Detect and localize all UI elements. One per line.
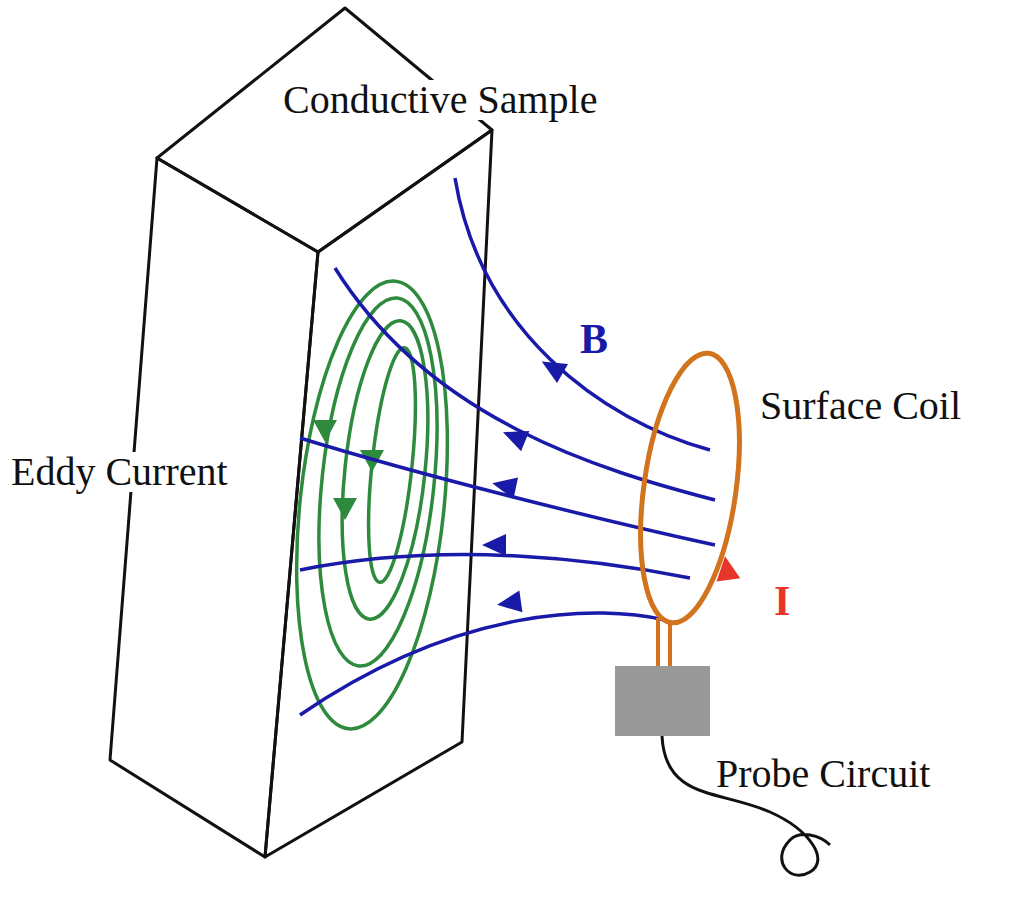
probe-circuit-box bbox=[615, 666, 710, 736]
surface-coil bbox=[626, 347, 755, 629]
coil-leads bbox=[658, 618, 670, 668]
field-symbol: B bbox=[580, 318, 608, 360]
coil-label: Surface Coil bbox=[760, 386, 961, 426]
eddy-current-label: Eddy Current bbox=[8, 452, 231, 492]
conductive-sample bbox=[110, 8, 492, 857]
eddy-current-loops bbox=[277, 274, 467, 737]
field-arrows bbox=[482, 352, 568, 616]
probe-circuit-label: Probe Circuit bbox=[716, 754, 930, 794]
sample-label: Conductive Sample bbox=[280, 80, 600, 120]
eddy-current-arrows bbox=[313, 420, 384, 520]
current-symbol: I bbox=[774, 580, 790, 622]
current-arrow bbox=[713, 554, 740, 581]
